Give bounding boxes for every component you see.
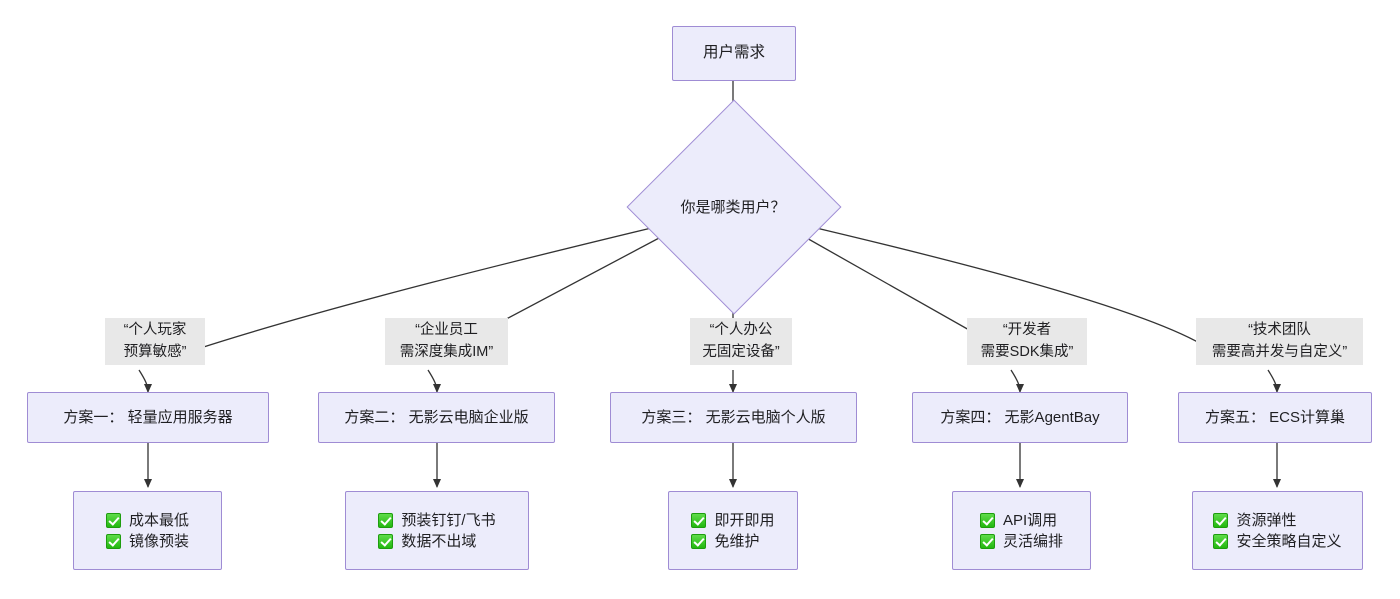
- edge-label-branch-3-line1: “个人办公: [709, 322, 773, 338]
- checkbox-checked-icon: [691, 533, 707, 549]
- edge-label-branch-5: “技术团队 需要高并发与自定义”: [1196, 318, 1363, 365]
- feature-label: 镜像预装: [128, 532, 189, 550]
- feature-item: 即开即用: [691, 511, 775, 529]
- node-solution-5-label: 方案五： ECS计算巢: [1204, 408, 1345, 426]
- edge-decision-to-branch-5: [794, 222, 1209, 349]
- edge-label-branch-2-line1: “企业员工: [415, 322, 478, 338]
- edge-label-5-to-solution-5: [1267, 369, 1281, 393]
- node-solution-2-label: 方案二： 无影云电脑企业版: [344, 408, 529, 426]
- node-root-user-requirement[interactable]: 用户需求: [672, 26, 796, 81]
- edge-label-branch-5-line1: “技术团队: [1248, 322, 1311, 338]
- node-features-3[interactable]: 即开即用 免维护: [668, 491, 798, 570]
- edge-label-4-to-solution-4: [1010, 369, 1024, 393]
- edge-decision-to-branch-1: [184, 222, 673, 354]
- edge-label-branch-5-line2: 需要高并发与自定义”: [1211, 344, 1348, 361]
- feature-item: API调用: [979, 511, 1063, 529]
- node-features-5[interactable]: 资源弹性 安全策略自定义: [1192, 491, 1363, 570]
- feature-item: 资源弹性: [1213, 511, 1341, 529]
- checkbox-checked-icon: [105, 512, 121, 528]
- checkbox-checked-icon: [1213, 512, 1229, 528]
- feature-list-5: 资源弹性 安全策略自定义: [1213, 511, 1342, 550]
- node-features-1[interactable]: 成本最低 镜像预装: [73, 491, 222, 570]
- edge-label-branch-3-line2: 无固定设备”: [702, 344, 780, 361]
- edge-label-branch-4-line1: “开发者: [1002, 322, 1052, 338]
- feature-item: 灵活编排: [979, 532, 1063, 550]
- feature-item: 镜像预装: [105, 532, 189, 550]
- feature-label: 灵活编排: [1002, 532, 1063, 550]
- node-features-2[interactable]: 预装钉钉/飞书 数据不出域: [345, 491, 529, 570]
- feature-label: 预装钉钉/飞书: [401, 511, 496, 529]
- feature-list-3: 即开即用 免维护: [691, 511, 775, 550]
- feature-label: 成本最低: [128, 511, 189, 529]
- edge-label-branch-3: “个人办公 无固定设备”: [690, 318, 792, 365]
- checkbox-checked-icon: [979, 512, 995, 528]
- edge-label-branch-1-line2: 预算敏感”: [123, 344, 187, 361]
- feature-label: 免维护: [714, 532, 760, 550]
- feature-list-1: 成本最低 镜像预装: [105, 511, 189, 550]
- node-solution-3-label: 方案三： 无影云电脑个人版: [641, 408, 826, 426]
- edge-label-branch-1-line1: “个人玩家: [123, 322, 187, 338]
- edge-label-branch-2-line2: 需深度集成IM”: [399, 344, 494, 361]
- feature-label: 资源弹性: [1236, 511, 1297, 529]
- node-features-4[interactable]: API调用 灵活编排: [952, 491, 1091, 570]
- feature-label: 安全策略自定义: [1236, 532, 1342, 550]
- checkbox-checked-icon: [979, 533, 995, 549]
- feature-item: 预装钉钉/飞书: [378, 511, 496, 529]
- node-solution-3[interactable]: 方案三： 无影云电脑个人版: [610, 392, 857, 443]
- node-decision-label: 你是哪类用户？: [680, 198, 786, 216]
- feature-list-2: 预装钉钉/飞书 数据不出域: [378, 511, 496, 550]
- feature-item: 免维护: [691, 532, 774, 550]
- edge-label-branch-4-line2: 需要SDK集成”: [980, 344, 1074, 361]
- node-decision-label-wrap: 你是哪类用户？: [633, 186, 833, 226]
- node-solution-1-label: 方案一： 轻量应用服务器: [63, 408, 233, 426]
- feature-label: 数据不出域: [401, 532, 477, 550]
- checkbox-checked-icon: [1213, 533, 1229, 549]
- node-solution-1[interactable]: 方案一： 轻量应用服务器: [27, 392, 269, 443]
- feature-item: 成本最低: [105, 511, 189, 529]
- feature-label: 即开即用: [714, 511, 775, 529]
- edge-label-1-to-solution-1: [138, 369, 152, 393]
- feature-list-4: API调用 灵活编排: [979, 511, 1063, 550]
- node-solution-4-label: 方案四： 无影AgentBay: [940, 408, 1100, 426]
- edge-label-branch-4: “开发者 需要SDK集成”: [967, 318, 1087, 365]
- feature-item: 数据不出域: [378, 532, 495, 550]
- checkbox-checked-icon: [378, 533, 394, 549]
- node-solution-4[interactable]: 方案四： 无影AgentBay: [912, 392, 1128, 443]
- checkbox-checked-icon: [691, 512, 707, 528]
- feature-item: 安全策略自定义: [1213, 532, 1342, 550]
- node-solution-5[interactable]: 方案五： ECS计算巢: [1178, 392, 1372, 443]
- node-root-label: 用户需求: [702, 44, 765, 62]
- edge-label-2-to-solution-2: [427, 369, 441, 393]
- node-solution-2[interactable]: 方案二： 无影云电脑企业版: [318, 392, 555, 443]
- feature-label: API调用: [1002, 511, 1058, 529]
- checkbox-checked-icon: [378, 512, 394, 528]
- edge-label-branch-2: “企业员工 需深度集成IM”: [385, 318, 508, 365]
- checkbox-checked-icon: [105, 533, 121, 549]
- edge-label-branch-1: “个人玩家 预算敏感”: [105, 318, 205, 365]
